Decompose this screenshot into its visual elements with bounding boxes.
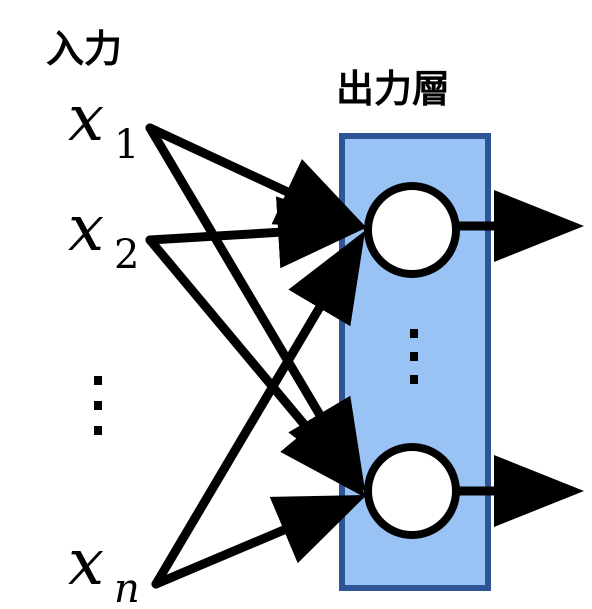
edge-x2-to-node2 [145,235,366,498]
input-xn-subscript: n [114,566,140,609]
output-ellipsis [410,329,418,384]
input-label: 入力 [46,27,122,71]
input-ellipsis [94,376,102,435]
output-arrows [456,190,584,527]
edge-x2-to-node1 [145,196,368,269]
input-x2-subscript: 2 [114,232,139,278]
input-xn: x n [68,526,140,609]
connections [145,123,369,589]
input-xn-base: x [68,526,104,600]
output-node-2 [364,443,460,539]
edge-xn-to-node1 [151,230,366,589]
output-node-1 [364,182,460,278]
edge-xn-to-node2 [151,494,367,589]
input-x1-base: x [68,82,104,156]
input-x2-base: x [68,192,104,266]
output-layer-label: 出力層 [336,67,450,111]
input-x2: x 2 [68,192,139,278]
input-x1: x 1 [68,82,139,168]
input-x1-subscript: 1 [114,122,139,168]
